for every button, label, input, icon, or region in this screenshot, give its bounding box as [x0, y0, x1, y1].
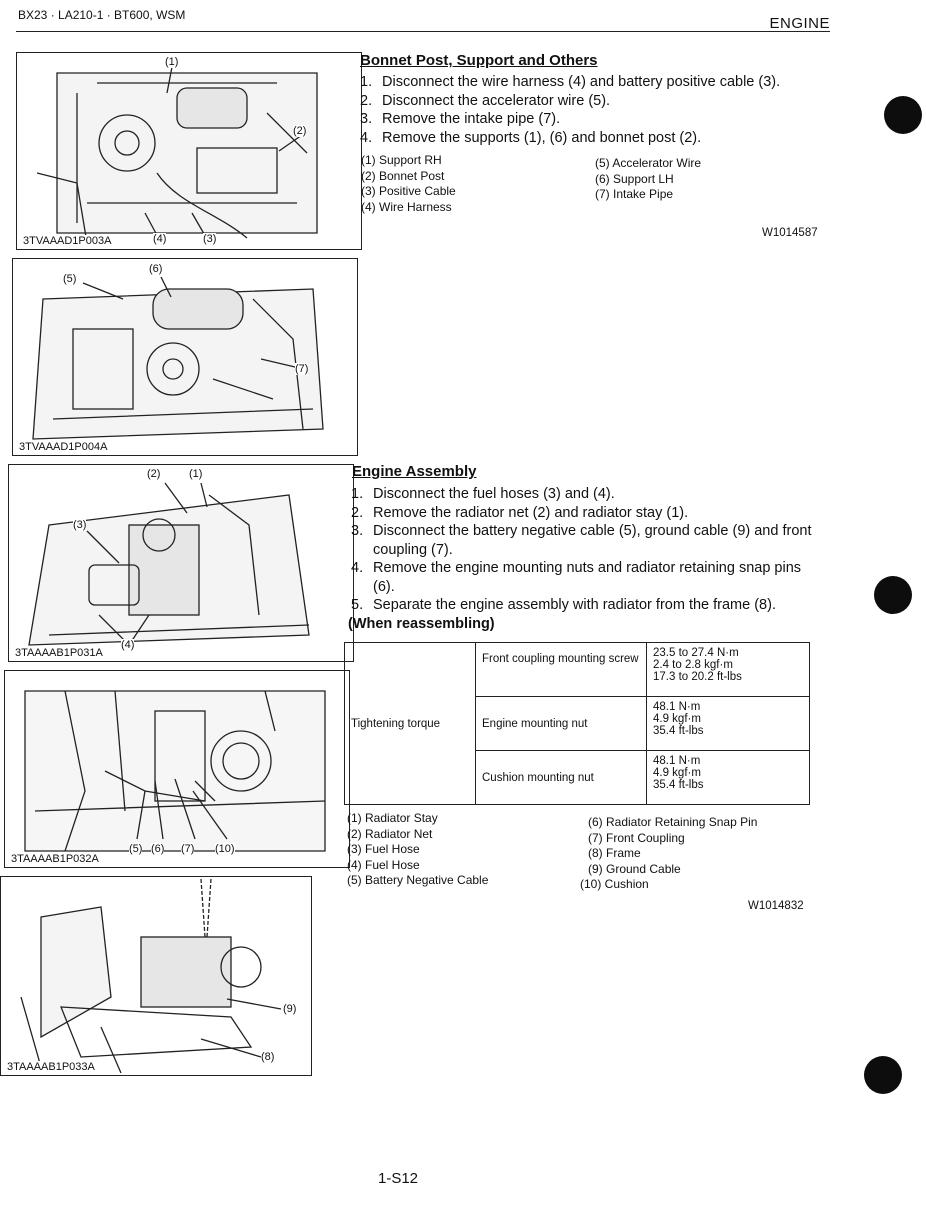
figure-code: 3TAAAAB1P033A: [5, 1061, 97, 1073]
step-item: 1.Disconnect the wire harness (4) and ba…: [360, 74, 781, 90]
step-item: 4.Remove the engine mounting nuts and ra…: [351, 560, 802, 595]
part-item: (8) Frame: [588, 846, 641, 860]
table-row: Tightening torque Front coupling mountin…: [344, 642, 810, 805]
engine-illustration: [20, 878, 282, 1074]
engine-illustration: [24, 690, 326, 852]
callout-label: (5): [129, 843, 143, 855]
figure-1-engine-bonnet-post: (1) (2) (4) (3) 3TVAAAD1P003A: [16, 52, 362, 250]
callout-label: (2): [147, 468, 161, 480]
binder-hole: [884, 96, 922, 134]
torque-item-cell: Front coupling mounting screw: [475, 642, 647, 697]
callout-label: (6): [151, 843, 165, 855]
callout-label: (6): [149, 263, 163, 275]
callout-label: (9): [283, 1003, 297, 1015]
part-item: (5) Accelerator Wire: [595, 156, 702, 170]
section2-parts-right: (6) Radiator Retaining Snap Pin (7) Fron…: [580, 815, 757, 893]
header-rule: [16, 31, 830, 32]
callout-label: (2): [293, 125, 307, 137]
section2-steps: 1.Disconnect the fuel hoses (3) and (4).…: [351, 485, 821, 615]
step-item: 4.Remove the supports (1), (6) and bonne…: [360, 129, 702, 146]
section1-steps: 1.Disconnect the wire harness (4) and ba…: [360, 73, 830, 147]
callout-label: (4): [121, 639, 135, 651]
part-item: (2) Bonnet Post: [361, 168, 445, 183]
callout-label: (7): [295, 363, 309, 375]
torque-table: Tightening torque Front coupling mountin…: [344, 642, 810, 805]
figure-code: 3TVAAAD1P003A: [21, 235, 114, 247]
part-item: (6) Support LH: [595, 171, 674, 186]
table-row: Engine mounting nut 48.1 N·m 4.9 kgf·m 3…: [345, 696, 810, 751]
table-row: Cushion mounting nut 48.1 N·m 4.9 kgf·m …: [345, 750, 810, 805]
callout-label: (10): [215, 843, 235, 855]
torque-label-cell: Tightening torque: [344, 642, 476, 805]
step-item: 3.Remove the intake pipe (7).: [360, 111, 561, 127]
torque-item-cell: Cushion mounting nut: [475, 750, 647, 805]
callout-label: (4): [153, 233, 167, 245]
torque-item-cell: Engine mounting nut: [475, 696, 647, 751]
callout-label: (5): [63, 273, 77, 285]
step-item: 5.Separate the engine assembly with radi…: [351, 597, 776, 613]
part-item: (3) Positive Cable: [361, 184, 456, 198]
step-item: 1.Disconnect the fuel hoses (3) and (4).: [351, 486, 615, 502]
callout-label: (8): [261, 1051, 275, 1063]
figure-5-engine-lifting: (9) (8) 3TAAAAB1P033A: [0, 876, 312, 1076]
part-item: (4) Wire Harness: [361, 199, 452, 214]
callout-label: (1): [189, 468, 203, 480]
callout-label: (7): [181, 843, 195, 855]
binder-hole: [864, 1056, 902, 1094]
part-item: (3) Fuel Hose: [347, 842, 420, 856]
part-item: (4) Fuel Hose: [347, 857, 420, 872]
step-item: 2.Remove the radiator net (2) and radiat…: [351, 504, 689, 521]
page-number: 1-S12: [378, 1170, 419, 1187]
header-model: BX23 · LA210-1 · BT600, WSM: [18, 8, 186, 22]
part-item: (7) Intake Pipe: [595, 187, 674, 201]
figure-code: 3TAAAAB1P031A: [13, 647, 105, 659]
section1-parts-left: (1) Support RH (2) Bonnet Post (3) Posit…: [361, 153, 456, 215]
callout-label: (3): [203, 233, 217, 245]
figure-code: 3TAAAAB1P032A: [9, 853, 101, 865]
part-item: (10) Cushion: [580, 877, 649, 891]
step-item: 3.Disconnect the battery negative cable …: [351, 523, 812, 558]
reassembling-heading: (When reassembling): [348, 616, 495, 632]
section1-parts-right: (5) Accelerator Wire (6) Support LH (7) …: [595, 156, 701, 203]
figure-3-radiator-fuel-hoses: (2) (1) (3) (4) 3TAAAAB1P031A: [8, 464, 354, 662]
figure-4-engine-mount: (5) (6) (7) (10) 3TAAAAB1P032A: [4, 670, 350, 868]
engine-illustration: [28, 482, 310, 646]
binder-hole: [874, 576, 912, 614]
part-item: (1) Support RH: [361, 153, 442, 167]
section2-code: W1014832: [748, 900, 804, 912]
figure-2-accelerator-intake: (5) (6) (7) 3TVAAAD1P004A: [12, 258, 358, 456]
part-item: (9) Ground Cable: [588, 861, 681, 876]
section2-parts-left: (1) Radiator Stay (2) Radiator Net (3) F…: [347, 811, 488, 889]
callout-label: (3): [73, 519, 87, 531]
part-item: (7) Front Coupling: [588, 830, 685, 845]
torque-value-cell: 48.1 N·m 4.9 kgf·m 35.4 ft-lbs: [646, 696, 810, 751]
figure-code: 3TVAAAD1P004A: [17, 441, 110, 453]
part-item: (1) Radiator Stay: [347, 811, 438, 825]
torque-value-cell: 48.1 N·m 4.9 kgf·m 35.4 ft-lbs: [646, 750, 810, 805]
part-item: (6) Radiator Retaining Snap Pin: [588, 815, 758, 829]
torque-value-cell: 23.5 to 27.4 N·m 2.4 to 2.8 kgf·m 17.3 t…: [646, 642, 810, 697]
step-item: 2.Disconnect the accelerator wire (5).: [360, 92, 611, 109]
section-title-bonnet-post: Bonnet Post, Support and Others: [360, 52, 598, 69]
section1-code: W1014587: [762, 227, 818, 239]
part-item: (5) Battery Negative Cable: [347, 873, 489, 887]
header-section: ENGINE: [769, 15, 830, 32]
part-item: (2) Radiator Net: [347, 826, 433, 841]
engine-illustration: [32, 276, 324, 440]
section-title-engine-assembly: Engine Assembly: [352, 463, 477, 480]
engine-illustration: [36, 66, 318, 244]
callout-label: (1): [165, 56, 179, 68]
